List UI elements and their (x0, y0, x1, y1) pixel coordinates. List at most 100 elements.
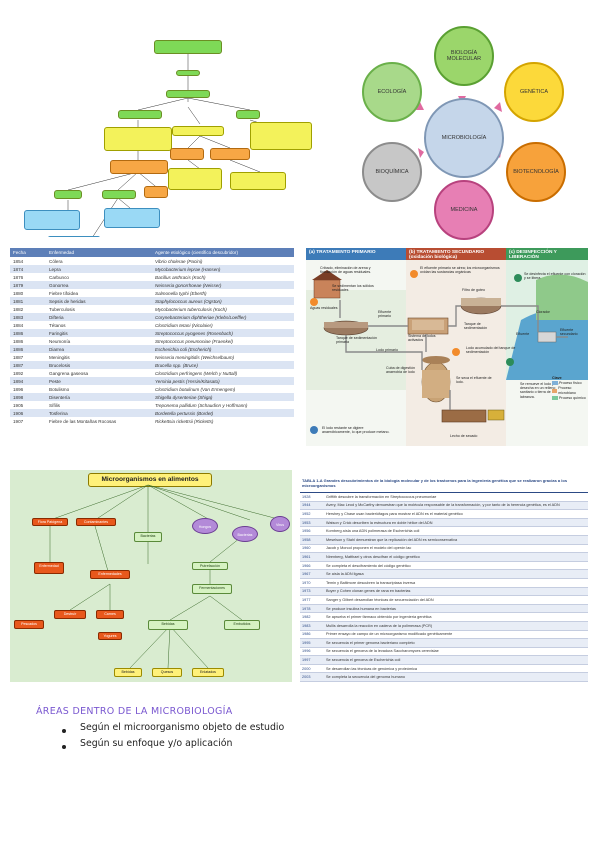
table-cell: 1986 (300, 630, 324, 640)
molecular-biology-timeline: TABLA 1-A Grandes descubrimientos de la … (300, 478, 588, 683)
table-cell: 1996 (300, 647, 324, 657)
food-node: Putrefacción (192, 562, 228, 570)
table-cell: Nirenberg, Matthaei y otros descifran el… (324, 552, 588, 562)
food-node: Carnes (96, 610, 124, 619)
outer-label: BIOTECNOLOGÍA (513, 169, 559, 175)
table-cell: 1879 (10, 281, 46, 289)
table-cell: 1995 (300, 638, 324, 648)
table-cell: Sepsis de heridas (46, 297, 152, 305)
outer-label: ECOLOGÍA (377, 89, 407, 95)
concept-node (48, 236, 100, 237)
outer-circle-medicina: MEDICINA (434, 180, 494, 240)
concept-node (144, 186, 168, 198)
disease-table: Fecha Enfermedad Agente etiológico (cien… (10, 248, 294, 425)
table-cell: Mycobacterium leprae (Hansen) (152, 265, 294, 273)
table-cell: Temin y Baltimore descubren la transcrip… (324, 578, 588, 588)
food-map-connectors (49, 484, 283, 669)
table-cell: 1967 (300, 569, 324, 579)
food-microorganisms-map: Microorganismos en alimentos Flora Patóg… (10, 470, 292, 682)
table-cell: Se secuencia el genoma de Escherichia co… (324, 655, 588, 665)
table-cell: 2010 (300, 681, 324, 683)
table-cell: 1886 (10, 345, 46, 353)
food-node: Enfermedad (34, 562, 64, 574)
food-node: Yogures (98, 632, 122, 640)
label: Efluente primario (378, 310, 392, 319)
table-cell: Bacillus anthracis (Koch) (152, 273, 294, 281)
table-cell: Streptococcus pneumoniae (Fraenkel) (152, 337, 294, 345)
table-cell: Se secuencia el genoma de la levadura Sa… (324, 647, 588, 657)
legend-item: Proceso químico (552, 396, 586, 400)
label: Sistema de lodos activados (408, 334, 436, 343)
table-cell: Brucella spp. (Bruce) (152, 361, 294, 369)
table-cell: Mullis desarrolla la reacción en cadena … (324, 621, 588, 631)
table-cell: 1907 (10, 417, 46, 425)
food-node: Bebidas (114, 668, 142, 677)
table-cell: Staphylococcus aureus (Ogston) (152, 297, 294, 305)
table-cell: 2000 (300, 664, 324, 674)
table-cell: 1898 (10, 393, 46, 401)
table-cell: Se produce insulina humana en bacterias (324, 604, 588, 614)
concept-node (230, 172, 286, 190)
table-cell: 1978 (300, 604, 324, 614)
table-cell: Difteria (46, 313, 152, 321)
table-cell: Se completa la secuencia del genoma huma… (324, 672, 588, 683)
table-cell: 1887 (10, 353, 46, 361)
table-cell: 1894 (10, 377, 46, 385)
label: Filtro de goteo (462, 288, 485, 292)
table-cell: Gangrena gaseosa (46, 369, 152, 377)
table-cell: Bordetella pertussis (Bordet) (152, 409, 294, 417)
table-cell: Se secuencia el primer genoma bacteriano… (324, 638, 588, 648)
table-cell: 1944 (300, 501, 324, 511)
table-cell: Fiebre de las Montañas Rocosas (46, 417, 152, 425)
outer-circle-biotecnologia: BIOTECNOLOGÍA (506, 142, 566, 202)
outer-circle-bioquimica: BIOQUÍMICA (362, 142, 422, 202)
label: Cuba de digestión anaerobia de lodo (386, 366, 415, 375)
legend-label: Proceso químico (559, 395, 586, 400)
legend-label: Proceso físico (559, 381, 582, 386)
table-cell: 1876 (10, 273, 46, 281)
table-cell: Sanger y Gilbert desarrollan técnicas de… (324, 595, 588, 605)
table-cell: Se aísla la ADN ligasa (324, 569, 588, 579)
label: Efluente (516, 332, 530, 336)
table-cell: 1880 (10, 289, 46, 297)
section-heading: ÁREAS DENTRO DE LA MICROBIOLOGÍA (36, 706, 233, 717)
step-note: El efluente primario se airea; los micro… (420, 266, 500, 275)
table-cell: Carbunco (46, 273, 152, 281)
treatment-illustration (306, 260, 588, 446)
food-map-title: Microorganismos en alimentos (88, 473, 212, 487)
food-node: Contaminantes (76, 518, 116, 526)
bullet-item: Según el microorganismo objeto de estudi… (80, 722, 285, 733)
concept-node (118, 110, 162, 119)
label: Aguas residuales (310, 306, 338, 310)
outer-label: BIOLOGÍA MOLECULAR (446, 50, 482, 62)
food-node: Enfermedades (90, 570, 130, 579)
table-cell: 1854 (10, 257, 46, 265)
table-cell: Fiebre tifoidea (46, 289, 152, 297)
food-node: Quesos (152, 668, 182, 677)
step-note: Se sedimentan los sólidos residuales (332, 284, 374, 293)
table-cell: Gonorrea (46, 281, 152, 289)
table-cell: 1905 (10, 401, 46, 409)
concept-node (170, 148, 204, 160)
table-cell: 1896 (10, 385, 46, 393)
table-cell: 1960 (300, 544, 324, 554)
table-cell: Tosferina (46, 409, 152, 417)
concept-node (154, 40, 222, 54)
table-cell: Neisseria meningitidis (Weichselbaum) (152, 353, 294, 361)
table-cell: Escherichia coli (Escherich) (152, 345, 294, 353)
